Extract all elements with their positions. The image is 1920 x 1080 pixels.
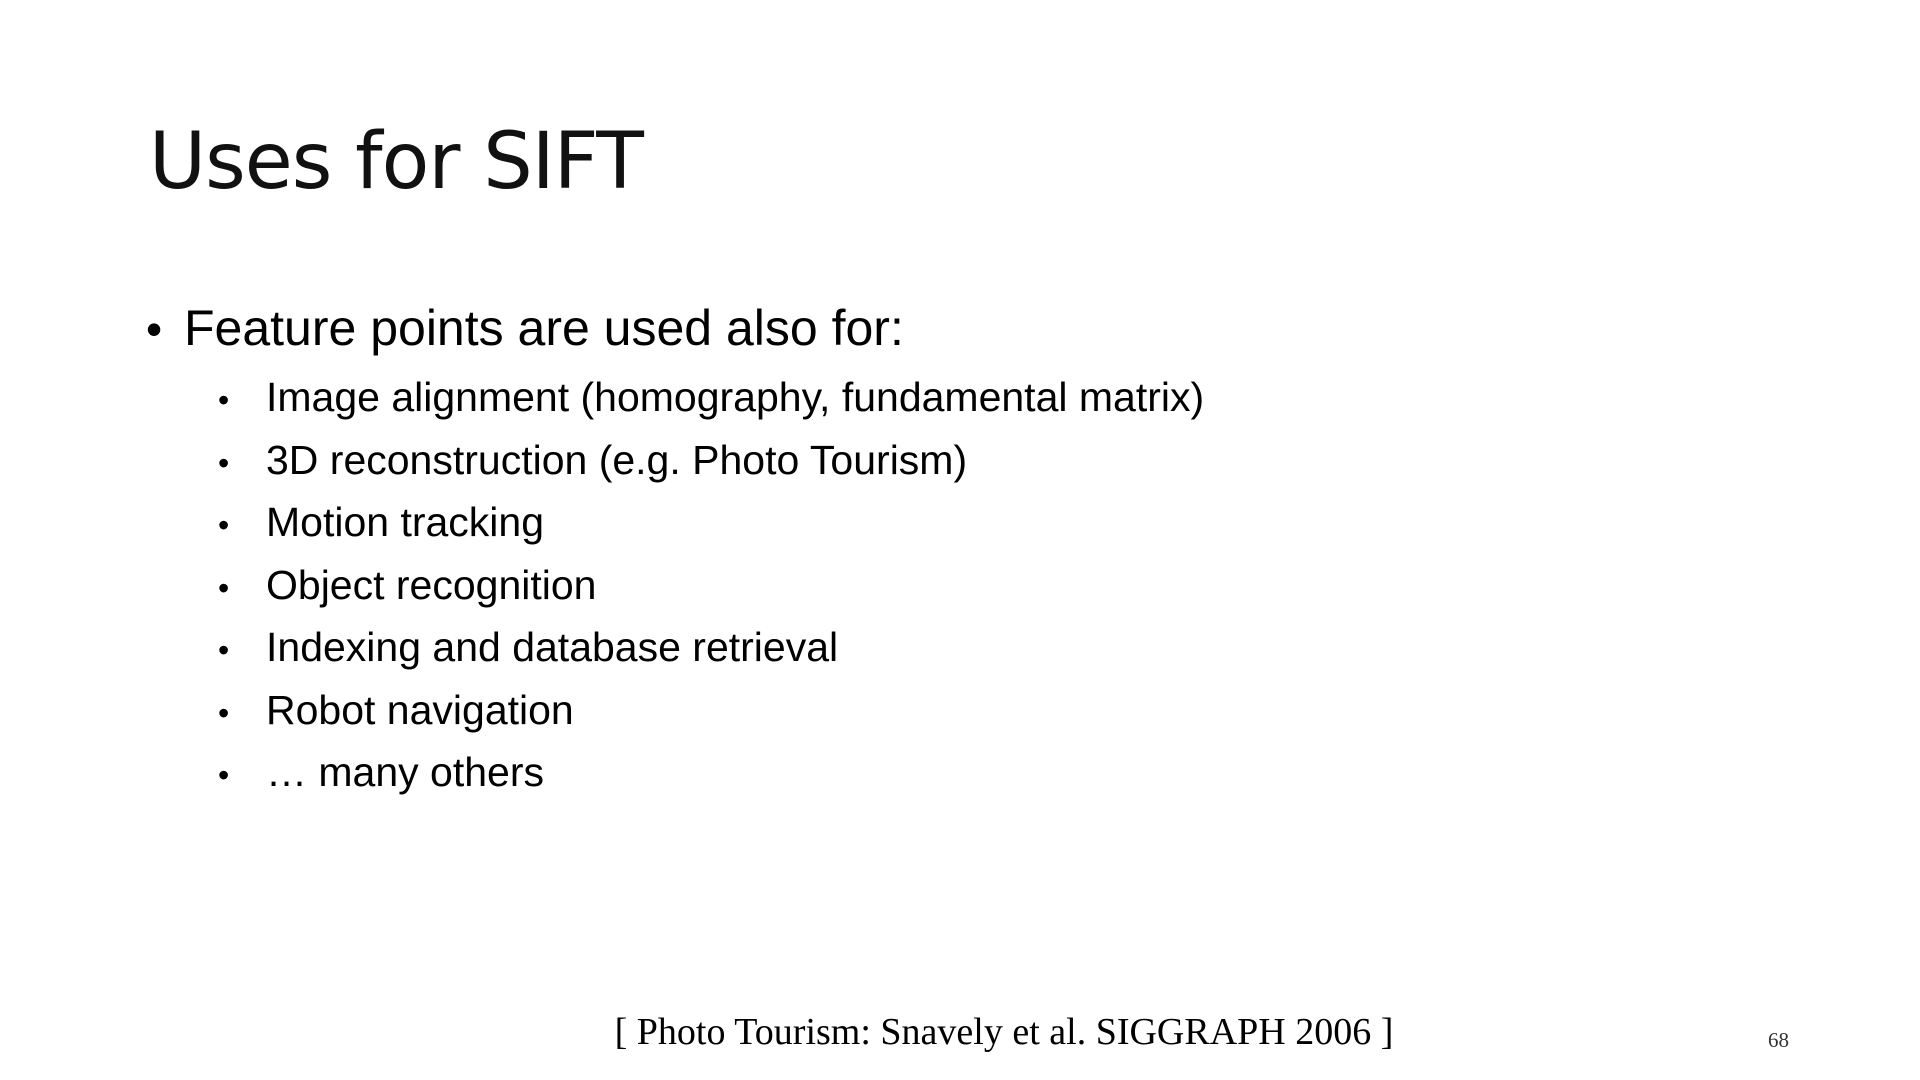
sub-bullet-icon: • (218, 632, 230, 668)
sub-bullet-text: … many others (266, 749, 544, 795)
sub-bullet-item: • Object recognition (218, 554, 1646, 617)
sub-bullet-list: • Image alignment (homography, fundament… (218, 366, 1646, 804)
sub-bullet-icon: • (218, 569, 230, 606)
sub-bullet-text: Motion tracking (266, 499, 545, 545)
sub-bullet-text: Object recognition (266, 561, 597, 608)
sub-bullet-item: • … many others (218, 741, 1646, 804)
page-number: 68 (1768, 1028, 1789, 1052)
sub-bullet-text: Robot navigation (266, 686, 574, 733)
sub-bullet-item: • Robot navigation (218, 679, 1646, 742)
bullet-icon: • (146, 303, 163, 355)
sub-bullet-icon: • (218, 507, 230, 543)
sub-bullet-item: • Indexing and database retrieval (218, 616, 1646, 679)
sub-bullet-text: Indexing and database retrieval (266, 624, 839, 670)
sub-bullet-icon: • (218, 757, 230, 793)
sub-bullet-icon: • (218, 382, 230, 418)
bullet-item: • Feature points are used also for: (146, 296, 1646, 360)
sub-bullet-item: • Image alignment (homography, fundament… (218, 366, 1646, 429)
bullet-text: Feature points are used also for: (184, 300, 904, 356)
citation: [ Photo Tourism: Snavely et al. SIGGRAPH… (614, 1011, 1394, 1053)
sub-bullet-text: Image alignment (homography, fundamental… (266, 374, 1205, 420)
sub-bullet-icon: • (218, 694, 230, 731)
sub-bullet-text: 3D reconstruction (e.g. Photo Tourism) (266, 436, 968, 483)
sub-bullet-icon: • (218, 444, 230, 481)
bullet-list: • Feature points are used also for: • Im… (146, 296, 1646, 804)
sub-bullet-item: • 3D reconstruction (e.g. Photo Tourism) (218, 429, 1646, 492)
sub-bullet-item: • Motion tracking (218, 491, 1646, 554)
slide-title: Uses for SIFT (149, 117, 644, 207)
